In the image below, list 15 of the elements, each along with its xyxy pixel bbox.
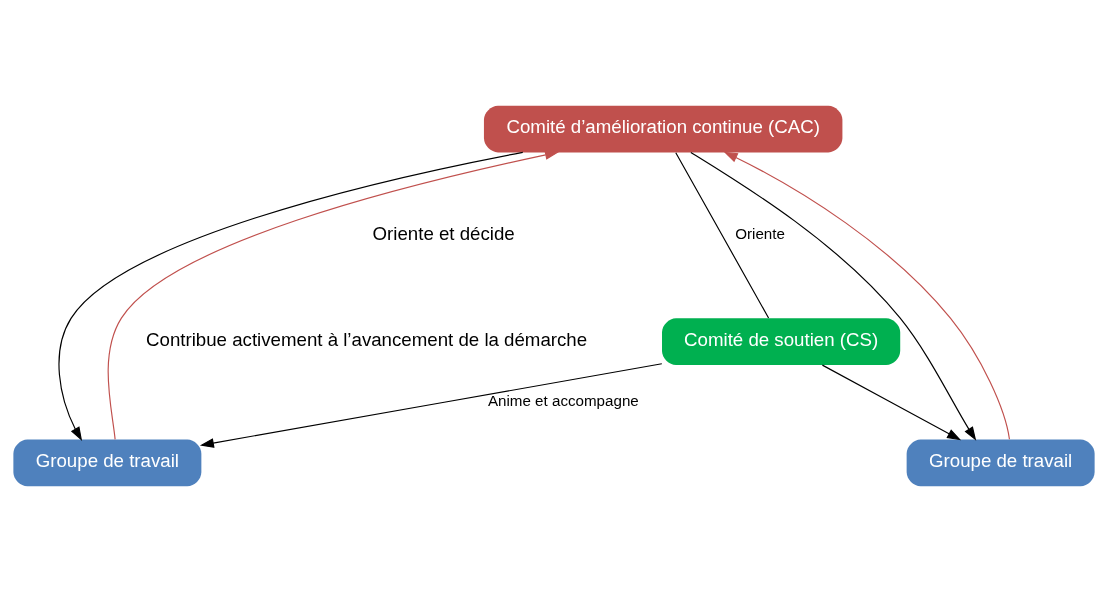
connector (675, 151, 770, 319)
edge-label: Oriente (735, 224, 785, 242)
node-box: Groupe de travail (13, 439, 202, 486)
arrow (58, 151, 524, 441)
label: Oriente et décide (372, 222, 515, 244)
node-box: Comité d’amélioration continue (CAC) (483, 105, 843, 152)
arrow (821, 364, 962, 440)
arrow (690, 151, 977, 441)
arrow (199, 362, 663, 448)
arrow (723, 151, 1011, 440)
node-box: Groupe de travail (906, 439, 1095, 486)
edge-label: Anime et accompagne (487, 391, 639, 409)
node-box: Comité de soutien (CS) (662, 317, 901, 365)
label: Contribue activement à l’avancement de la démarche (146, 328, 588, 350)
arrow (107, 149, 560, 440)
